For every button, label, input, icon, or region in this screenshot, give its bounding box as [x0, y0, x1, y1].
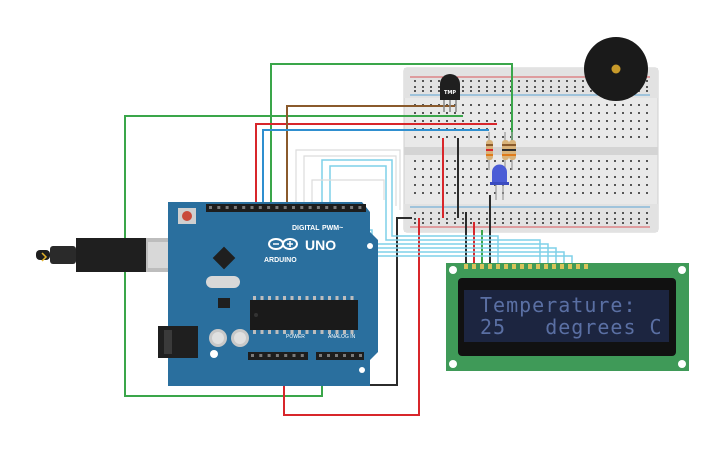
- ghost-wires: [295, 149, 401, 212]
- sensor-label: TMP: [444, 90, 456, 96]
- pwm-label: PWM~: [322, 225, 343, 232]
- power-label: POWER: [286, 334, 305, 340]
- board-model: UNO: [305, 237, 336, 253]
- wire-blue: [262, 129, 489, 212]
- wire-red-top: [255, 123, 497, 212]
- lcd-module: Temperature: 25 degrees C: [446, 263, 689, 371]
- resistor-1: [486, 132, 493, 170]
- analog-label: ANALOG IN: [328, 334, 356, 340]
- lcd-line-2: 25 degrees C: [480, 315, 663, 339]
- resistor-2: [502, 132, 509, 170]
- temperature-sensor: TMP: [440, 74, 460, 112]
- digital-label: DIGITAL: [292, 225, 320, 232]
- board-logo-text: ARDUINO: [264, 257, 297, 264]
- lcd-line-1: Temperature:: [480, 293, 637, 317]
- resistor-3: [509, 132, 516, 170]
- wire-red-bottom: [283, 218, 420, 416]
- wire-brown: [286, 105, 455, 212]
- usb-cable: [36, 238, 172, 272]
- blue-led: [490, 164, 509, 200]
- arduino-uno-board: DIGITAL PWM~ UNO ARDUINO: [158, 202, 378, 386]
- wire-green-top: [270, 63, 513, 212]
- arduino-logo: [268, 238, 298, 250]
- piezo-buzzer: [584, 37, 648, 101]
